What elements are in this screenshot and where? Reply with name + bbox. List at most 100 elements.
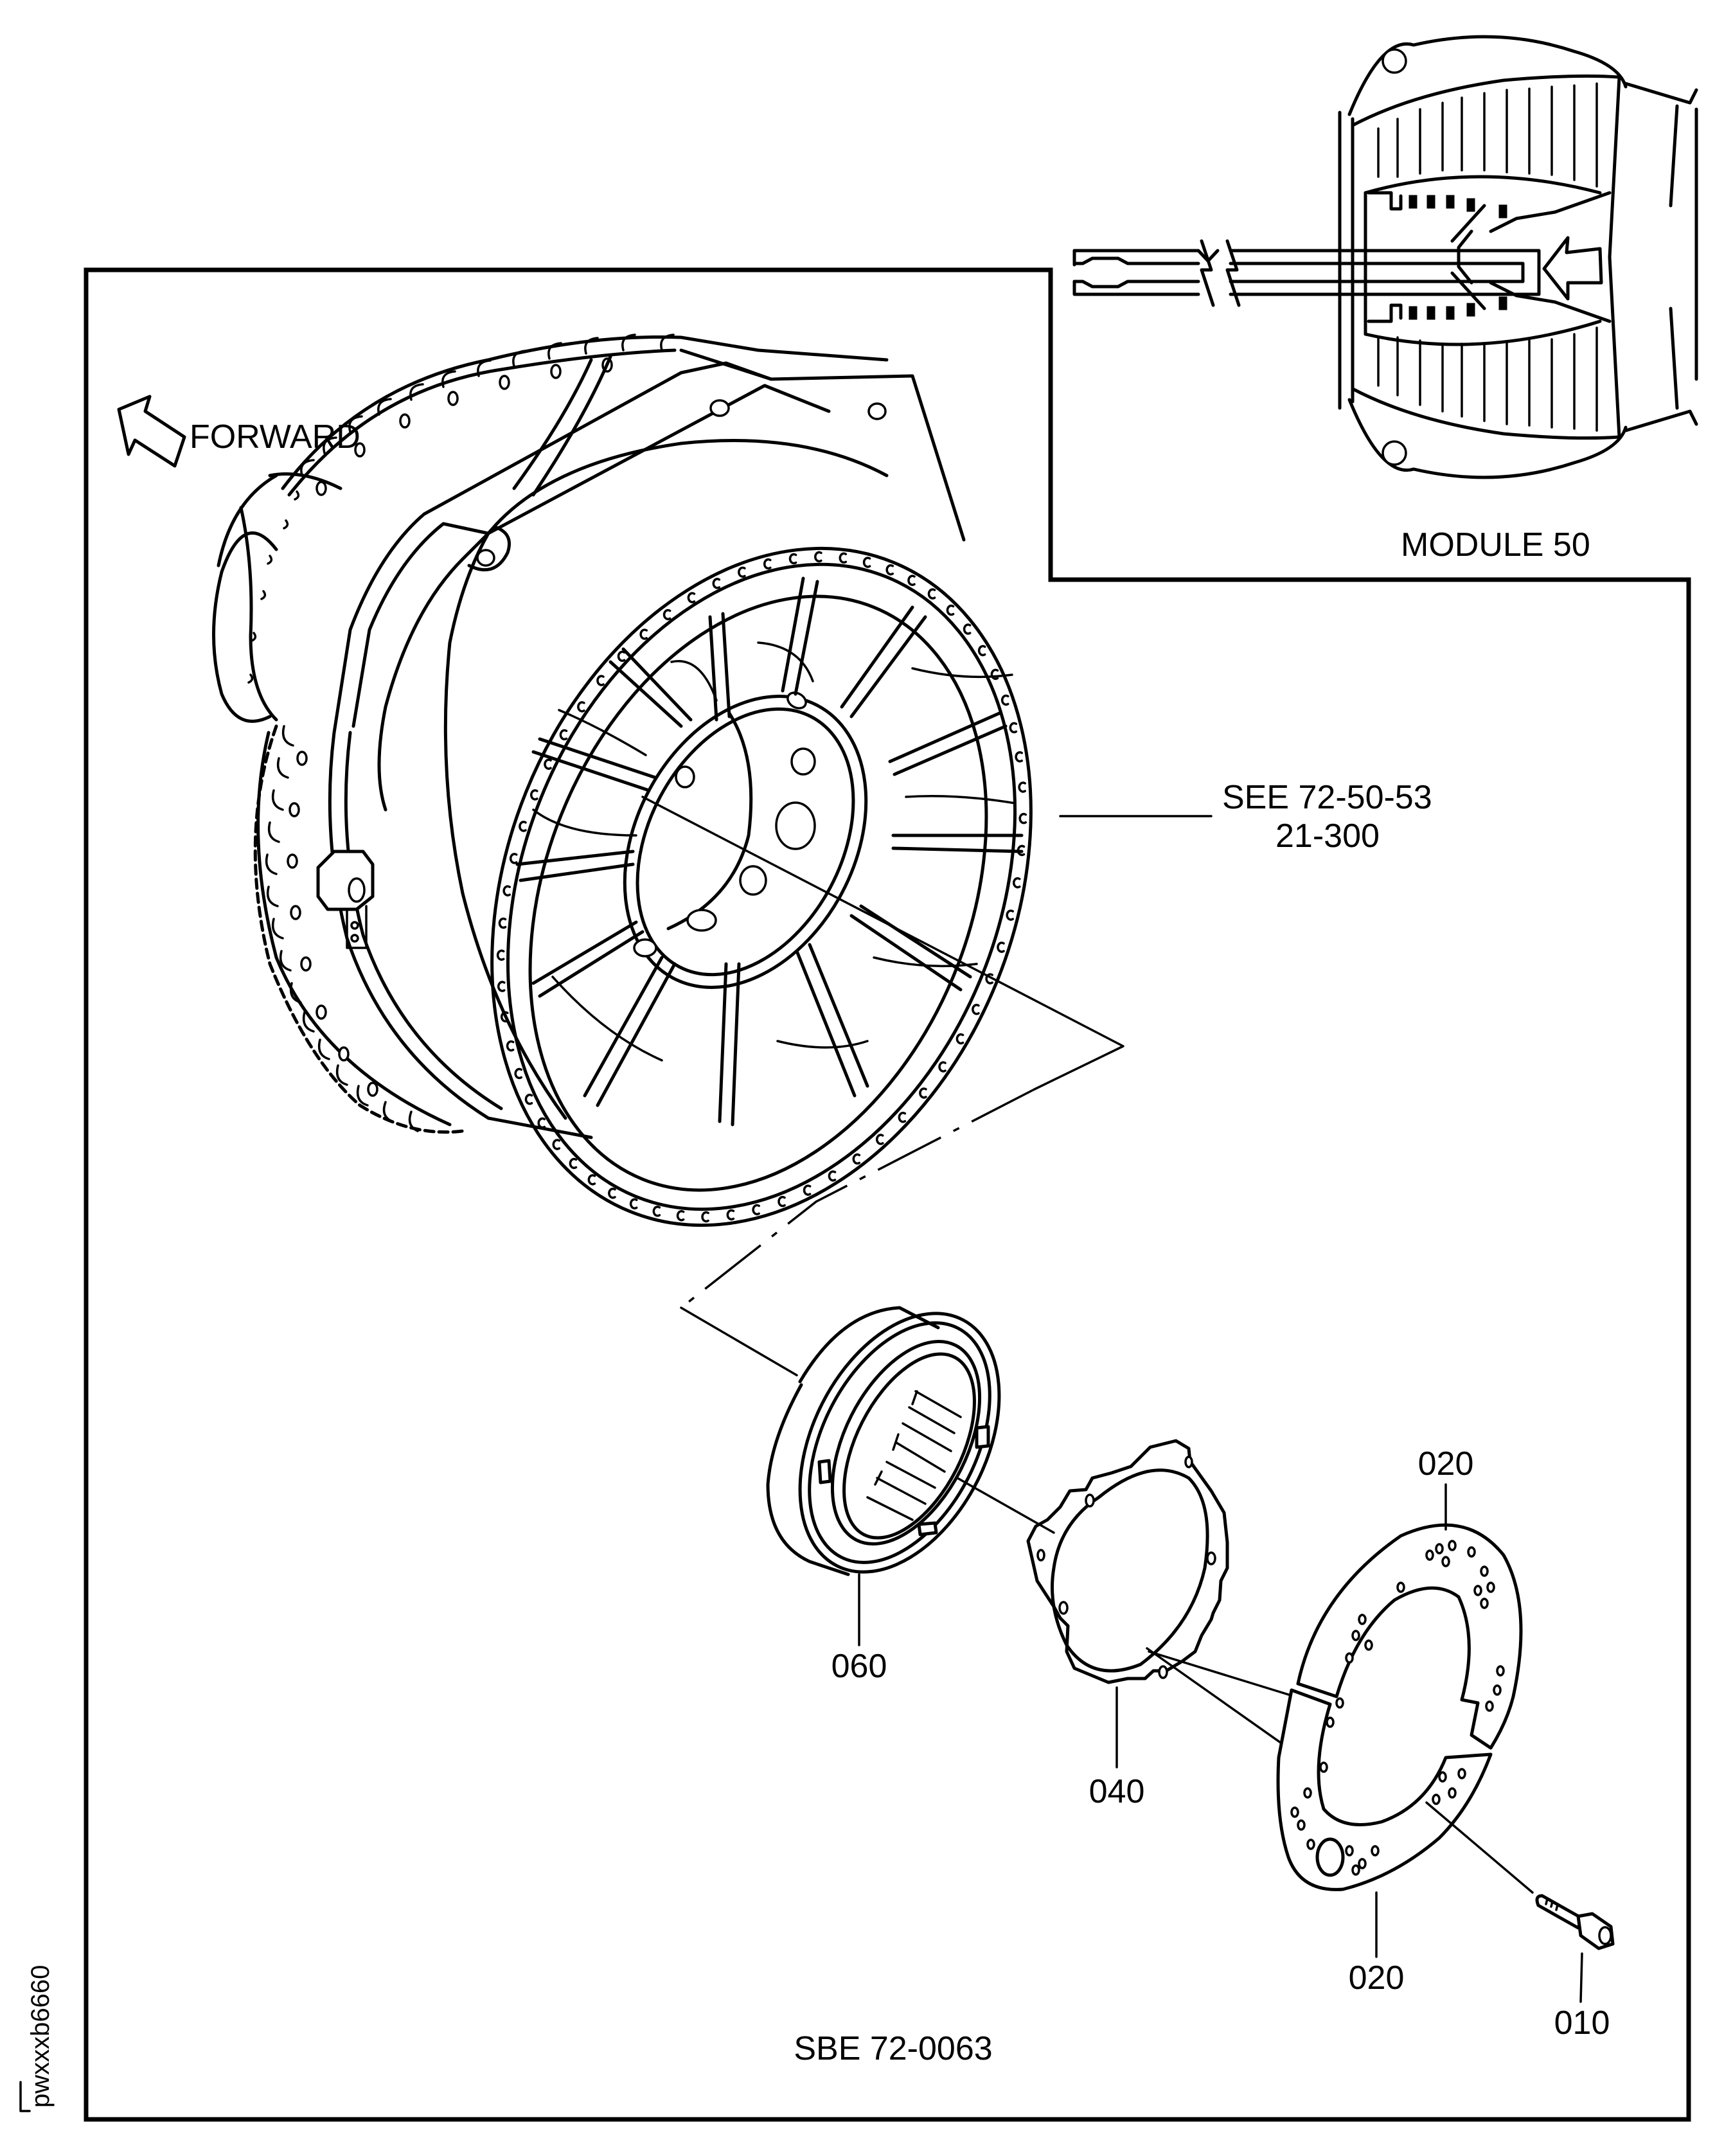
ring-bolt-hole — [1015, 751, 1023, 763]
plate-hole — [1467, 1546, 1476, 1558]
ring-bolt-hole — [529, 789, 538, 801]
illustration-frame — [84, 267, 1691, 2122]
plate-hole — [1364, 1639, 1373, 1651]
plate-hole — [1457, 1768, 1466, 1779]
ring-bolt-hole — [839, 552, 848, 564]
callout-020-bottom: 020 — [1349, 1959, 1405, 1997]
plate-hole — [1319, 1761, 1328, 1773]
ring-bolt-hole — [977, 645, 986, 657]
ring-bolt-hole — [862, 557, 871, 568]
ring-bolt-hole — [608, 1188, 616, 1199]
ring-bolt-hole — [763, 558, 772, 570]
plate-hole — [1306, 1839, 1315, 1850]
ring-bolt-hole — [778, 1195, 786, 1207]
flange-scallops — [265, 334, 675, 1132]
ring-bolt-hole — [927, 588, 936, 600]
ring-bolt-hole — [652, 1206, 661, 1217]
cross-reference-line2: 21-300 — [1275, 817, 1380, 855]
figure-code-block: pwxxxb6660 — [19, 1965, 55, 2112]
ring-bolt-hole — [701, 1211, 709, 1223]
ring-bolt-hole — [875, 1134, 884, 1145]
plate-hole — [1438, 1771, 1447, 1783]
plate-hole — [1435, 1543, 1444, 1555]
ring-bolt-hole — [828, 1170, 837, 1182]
ring-bolt-hole — [852, 1153, 861, 1165]
ring-bolt-hole — [946, 604, 955, 616]
rear-bearing-support — [490, 546, 1033, 1227]
ring-bolt-hole — [662, 609, 671, 621]
plate-hole — [1326, 1716, 1335, 1728]
plate-hole — [1496, 1665, 1505, 1677]
ring-bolt-hole — [712, 578, 721, 589]
ring-bolt-hole — [577, 701, 585, 713]
plate-hole — [1297, 1819, 1306, 1831]
plate-hole — [1493, 1684, 1502, 1696]
plate-hole — [1432, 1794, 1441, 1805]
ring-bolt-hole — [629, 1198, 638, 1209]
plate-hole — [1480, 1598, 1489, 1609]
callout-060: 060 — [831, 1648, 887, 1685]
service-bulletin-label: SBE 72-0063 — [794, 2030, 992, 2067]
plate-hole — [1345, 1652, 1354, 1664]
ring-bolt-hole — [497, 981, 506, 992]
assembly-centerline-dash — [680, 1088, 1035, 1309]
figure-code: pwxxxb6660 — [26, 1965, 55, 2108]
plate-hole — [1425, 1549, 1434, 1561]
ring-bolt-hole — [639, 628, 648, 640]
ring-bolt-hole — [587, 1174, 596, 1186]
ring-bolt-hole — [509, 853, 518, 864]
plate-hole — [1485, 1700, 1494, 1712]
ring-bolt-hole — [1006, 909, 1015, 921]
ring-bolt-hole — [1009, 722, 1018, 734]
split-plate-020 — [1276, 1523, 1523, 1891]
ring-bolt-hole — [963, 623, 972, 635]
assembly-centerline-upper — [641, 796, 1124, 1091]
ring-bolt-hole — [569, 1157, 578, 1170]
roller-bearing-060 — [766, 1306, 1001, 1576]
ring-bolt-hole — [500, 1011, 509, 1023]
airflow-arrow-icon — [1542, 236, 1603, 301]
ring-bolt-hole — [990, 668, 999, 681]
forward-arrow-icon — [117, 395, 186, 468]
plate-hole — [1345, 1845, 1354, 1857]
plate-hole — [1335, 1697, 1344, 1709]
plate-hole — [1371, 1845, 1380, 1857]
cross-reference-line1: SEE 72-50-53 — [1222, 779, 1432, 816]
plate-hole — [1290, 1806, 1299, 1818]
ring-bolt-hole — [502, 885, 511, 896]
plate-hole — [1448, 1787, 1457, 1799]
ring-bolt-hole — [524, 1093, 533, 1105]
ring-bolt-hole — [919, 1087, 927, 1099]
plate-hole — [1473, 1585, 1482, 1596]
bolt-010 — [1535, 1894, 1615, 1950]
ring-bolt-hole — [955, 1033, 964, 1045]
ring-bolt-hole — [537, 1117, 546, 1129]
ring-bolt-hole — [814, 551, 822, 563]
plate-hole — [1448, 1540, 1457, 1551]
module-50-inset: MODULE 50 — [1072, 35, 1698, 564]
turbine-exhaust-case — [212, 334, 966, 1139]
ring-bolt-hole — [1000, 694, 1009, 706]
ring-bolt-hole — [496, 949, 505, 961]
ring-bolt-hole — [617, 650, 626, 663]
plate-hole — [1303, 1787, 1312, 1799]
ring-bolt-hole — [687, 592, 696, 603]
ring-bolt-hole — [726, 1209, 735, 1221]
ring-bolt-hole — [519, 821, 527, 832]
mount-lug — [316, 850, 375, 949]
plate-hole — [1351, 1864, 1360, 1876]
inset-caption: MODULE 50 — [1401, 526, 1590, 564]
plate-hole — [1396, 1581, 1405, 1593]
callout-020-top: 020 — [1418, 1445, 1474, 1483]
ring-bolt-hole — [788, 553, 797, 565]
inset-shaft — [1072, 239, 1541, 307]
bolt-axis — [1425, 1801, 1534, 1894]
ring-bolt-hole — [559, 729, 568, 741]
ring-bolt-hole — [885, 564, 894, 576]
leader-010 — [1579, 1952, 1583, 2003]
plate-hole — [1351, 1630, 1360, 1641]
ring-bolt-hole — [898, 1111, 907, 1123]
ring-bolt-hole — [803, 1184, 812, 1196]
ring-bolt-hole — [498, 917, 507, 929]
